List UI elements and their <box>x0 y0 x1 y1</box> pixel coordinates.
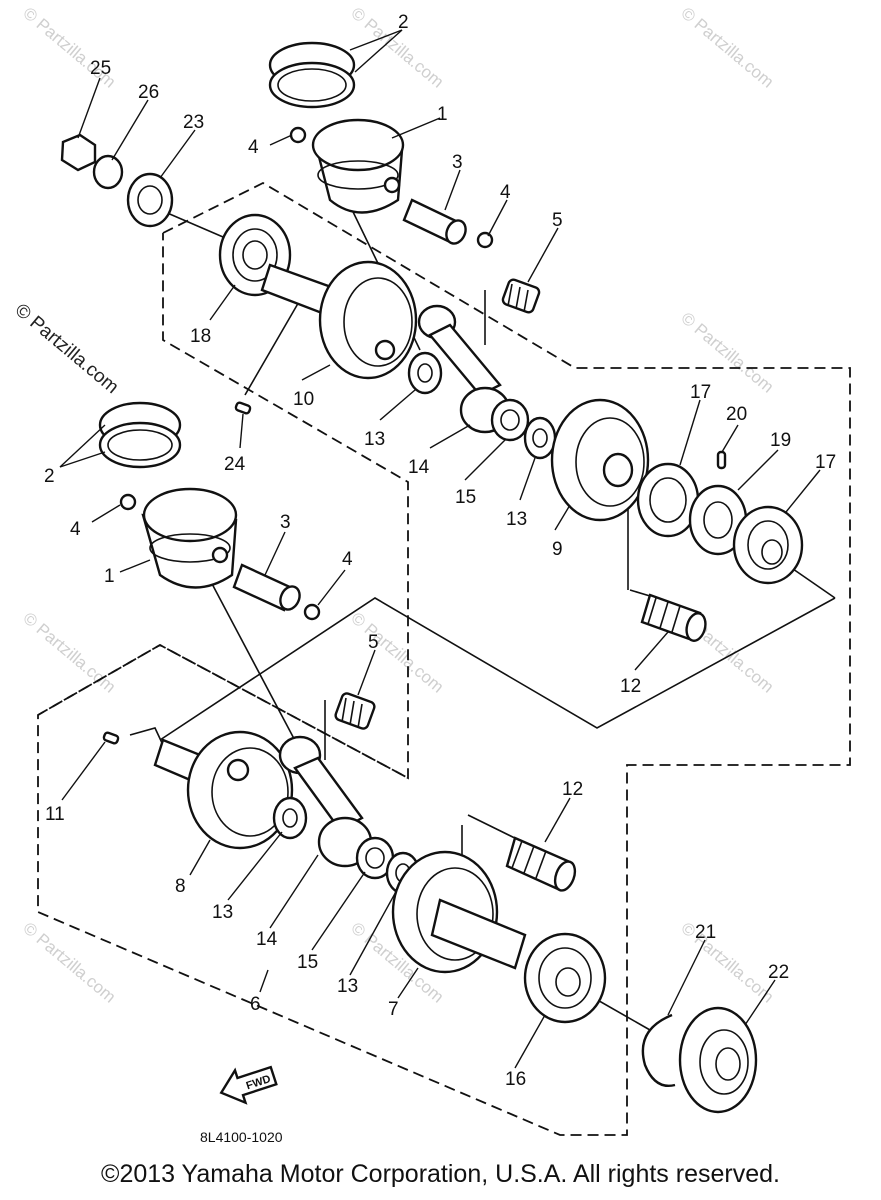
crank-web-8 <box>186 730 294 850</box>
connecting-rod-lower <box>278 735 373 868</box>
callout-12: 12 <box>620 676 641 697</box>
callout-11: 11 <box>45 804 65 825</box>
oil-seal-22 <box>678 1006 758 1114</box>
callout-9: 9 <box>552 539 563 560</box>
callout-4: 4 <box>342 549 353 570</box>
key-24 <box>234 401 252 415</box>
callout-15: 15 <box>455 487 476 508</box>
callout-17: 17 <box>690 382 711 403</box>
watermark-dark: © Partzilla.com <box>11 300 123 398</box>
thrust-washer-13-upper-b <box>523 416 557 460</box>
crankshaft-right-shaft <box>430 898 527 970</box>
circlip-upper-a <box>289 126 307 144</box>
callout-13: 13 <box>212 902 233 923</box>
upper-assembly-outline <box>37 181 851 1136</box>
callout-13: 13 <box>506 509 527 530</box>
callout-2: 2 <box>44 466 55 487</box>
callout-24: 24 <box>224 454 246 475</box>
callout-20: 20 <box>726 404 747 425</box>
bearing-17-a <box>636 462 700 538</box>
piston-pin-lower <box>232 563 301 612</box>
callout-1: 1 <box>437 104 448 125</box>
oil-seal-left <box>126 172 174 228</box>
thrust-washer-13-lower <box>272 796 308 840</box>
piston-rings-lower <box>98 401 182 469</box>
callout-8: 8 <box>175 876 186 897</box>
needle-bearing-lower <box>334 692 376 730</box>
callout-3: 3 <box>452 152 463 173</box>
needle-bearing-15-upper <box>490 398 530 442</box>
callout-15: 15 <box>297 952 318 973</box>
callout-6: 6 <box>250 994 261 1015</box>
piston-lower <box>141 487 238 589</box>
bearing-16 <box>523 932 607 1024</box>
callout-7: 7 <box>388 999 399 1020</box>
callout-14: 14 <box>256 929 278 950</box>
piston-rings-upper <box>268 41 356 109</box>
callout-21: 21 <box>695 922 716 943</box>
bearing-17-b <box>732 505 804 585</box>
watermark: © Partzilla.com <box>19 919 119 1007</box>
crank-web-10 <box>318 260 418 380</box>
callout-10: 10 <box>293 389 314 410</box>
callout-1: 1 <box>104 566 115 587</box>
callout-leaders <box>59 29 821 1069</box>
needle-bearing-upper <box>501 278 541 314</box>
callout-13: 13 <box>337 976 358 997</box>
callout-18: 18 <box>190 326 211 347</box>
nut <box>60 133 97 172</box>
crank-pin-12-lower <box>505 836 577 892</box>
callout-19: 19 <box>770 430 791 451</box>
callout-3: 3 <box>280 512 291 533</box>
forward-arrow: FWD <box>219 1065 278 1105</box>
key-11 <box>102 731 120 745</box>
callout-14: 14 <box>408 457 430 478</box>
circlip-lower-b <box>303 603 321 621</box>
callout-labels: 2 1 3 4 4 5 25 26 23 18 10 13 14 15 13 9… <box>44 12 836 1090</box>
callout-5: 5 <box>552 210 563 231</box>
callout-17: 17 <box>815 452 836 473</box>
callout-25: 25 <box>90 58 111 79</box>
watermark: © Partzilla.com <box>677 4 777 92</box>
piston-pin-upper <box>402 198 467 245</box>
circlip-upper-b <box>476 231 494 249</box>
thrust-washer-13-upper <box>407 351 443 395</box>
callout-12: 12 <box>562 779 583 800</box>
callout-4: 4 <box>248 137 259 158</box>
circlip-21 <box>641 1013 676 1087</box>
dowel-pin-20 <box>716 450 727 470</box>
callout-13: 13 <box>364 429 385 450</box>
callout-22: 22 <box>768 962 789 983</box>
callout-16: 16 <box>505 1069 526 1090</box>
drawing-code: 8L4100-1020 <box>200 1129 283 1145</box>
crank-web-9 <box>550 398 650 522</box>
washer <box>92 154 124 190</box>
watermark: © Partzilla.com <box>677 919 777 1007</box>
crank-pin-12-upper <box>640 593 707 642</box>
callout-4: 4 <box>70 519 81 540</box>
callout-26: 26 <box>138 82 159 103</box>
callout-5: 5 <box>368 632 379 653</box>
callout-23: 23 <box>183 112 204 133</box>
callout-4: 4 <box>500 182 511 203</box>
copyright-notice: ©2013 Yamaha Motor Corporation, U.S.A. A… <box>101 1160 780 1188</box>
circlip-lower-a <box>119 493 137 511</box>
callout-2: 2 <box>398 12 409 33</box>
piston-upper <box>311 118 405 214</box>
watermark: © Partzilla.com <box>19 609 119 697</box>
